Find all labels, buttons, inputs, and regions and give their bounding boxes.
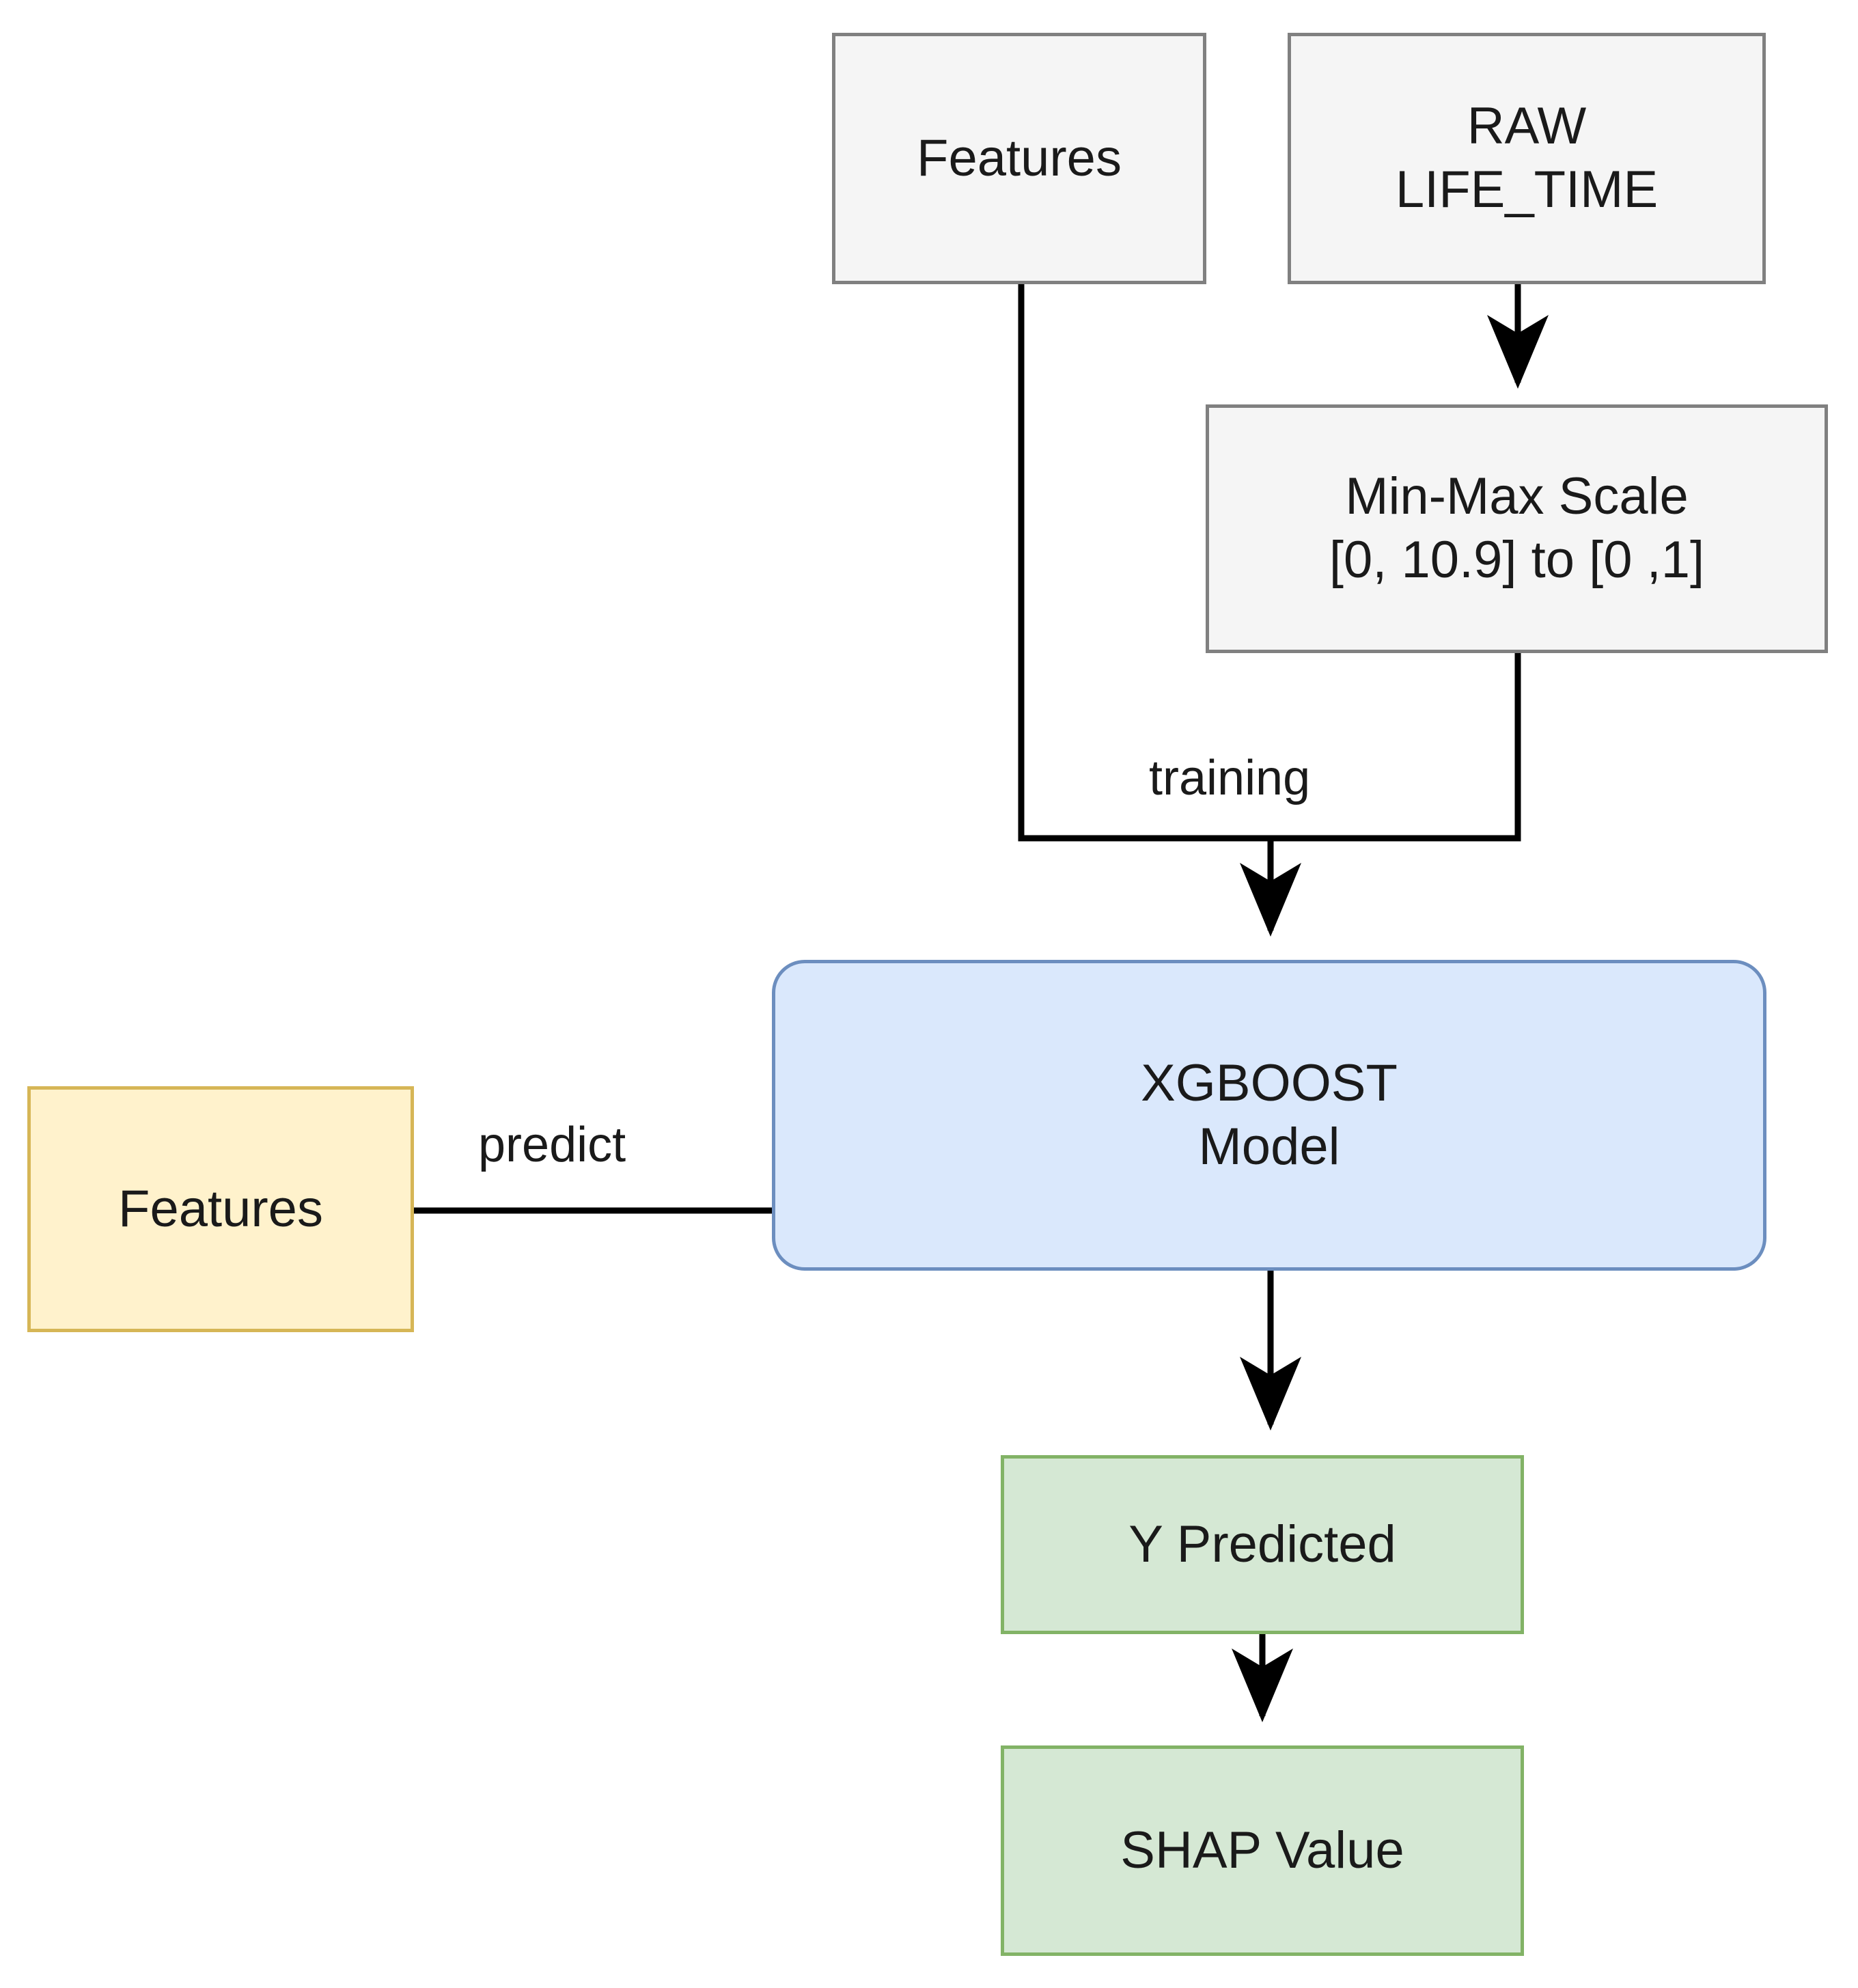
edge-minmax-to-xgboost	[1271, 653, 1521, 842]
edge-label-predict: predict	[471, 1120, 633, 1170]
node-features-training[interactable]: Features	[832, 33, 1206, 284]
node-features-predict[interactable]: Features	[27, 1086, 414, 1332]
node-label-line2: LIFE_TIME	[1395, 161, 1659, 219]
node-xgboost-model[interactable]: XGBOOST Model	[772, 960, 1766, 1271]
node-label: Y Predicted	[1128, 1515, 1396, 1573]
node-label-line2: Model	[1198, 1117, 1340, 1176]
node-label: SHAP Value	[1120, 1821, 1404, 1879]
node-y-predicted[interactable]: Y Predicted	[1001, 1455, 1524, 1634]
edge-features-to-xgboost	[1018, 284, 1271, 842]
edge-label-training: training	[1142, 754, 1318, 803]
node-label-line1: RAW	[1467, 97, 1587, 156]
node-min-max-scale[interactable]: Min-Max Scale [0, 10.9] to [0 ,1]	[1206, 404, 1828, 653]
node-label-line1: XGBOOST	[1141, 1053, 1398, 1112]
node-label: Features	[118, 1179, 323, 1238]
node-shap-value[interactable]: SHAP Value	[1001, 1745, 1524, 1956]
node-label-line2: [0, 10.9] to [0 ,1]	[1329, 531, 1705, 589]
node-label: Features	[917, 128, 1122, 187]
node-label-line1: Min-Max Scale	[1345, 467, 1689, 526]
node-raw-life-time[interactable]: RAW LIFE_TIME	[1288, 33, 1766, 284]
